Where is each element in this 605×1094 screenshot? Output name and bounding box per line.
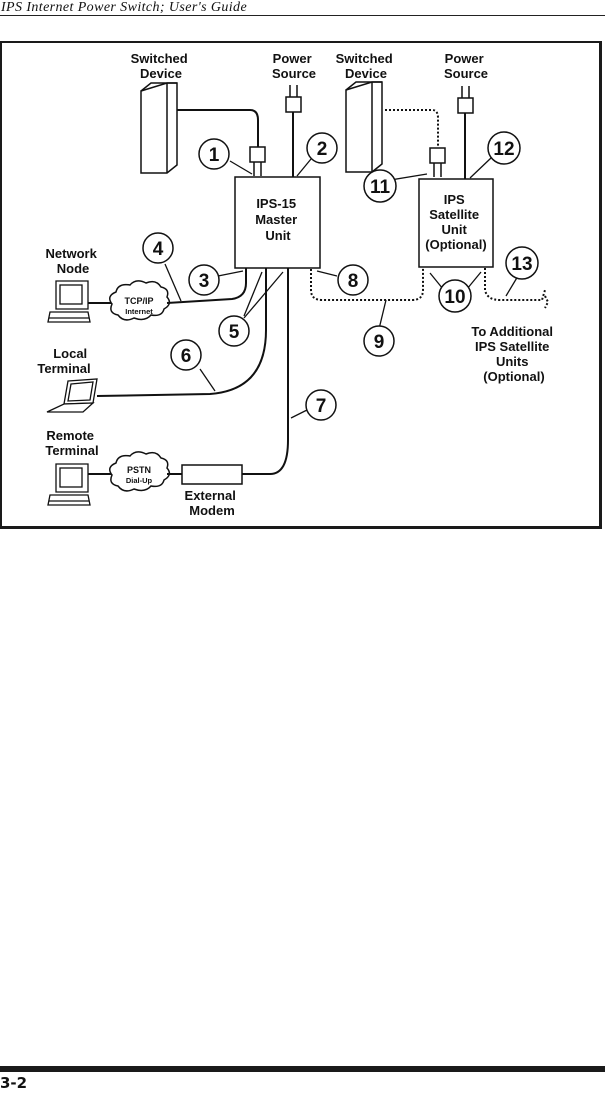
svg-text:7: 7 <box>316 396 327 417</box>
satellite-unit-box <box>418 178 494 268</box>
callout-1: 1 <box>198 138 230 170</box>
svg-text:11: 11 <box>370 177 391 198</box>
local-terminal-laptop-icon <box>46 378 98 413</box>
master-unit-label: IPS-15 Master Unit <box>255 196 301 243</box>
callout-9: 9 <box>363 325 395 357</box>
power-plug-1-icon <box>285 85 302 113</box>
callout-leader-lines <box>164 157 519 419</box>
svg-text:2: 2 <box>317 139 328 160</box>
satellite-additional-link <box>484 268 550 309</box>
page-number: 3-2 <box>0 1074 28 1092</box>
external-modem-box <box>181 464 243 485</box>
svg-text:12: 12 <box>493 139 514 160</box>
power-source-2-label: Power Source <box>444 51 488 81</box>
pstn-cloud-icon: PSTN Dial-Up <box>109 451 171 492</box>
callout-13: 13 <box>505 246 539 280</box>
callout-4: 4 <box>142 232 174 264</box>
master-satellite-link <box>310 268 424 301</box>
svg-text:9: 9 <box>374 332 385 353</box>
switched-device-2-cable <box>385 109 439 148</box>
plug-2-icon <box>429 147 446 177</box>
connection-diagram: Switched Device Power Source IPS-15 Mast… <box>37 51 556 518</box>
tcpip-cloud-label-line1: TCP/IP <box>124 296 153 306</box>
switched-device-2-label: Switched Device <box>336 51 397 81</box>
callout-3: 3 <box>188 264 220 296</box>
switched-device-1-label: Switched Device <box>131 51 192 81</box>
running-header-title: IPS Internet Power Switch; User's Guide <box>1 0 248 15</box>
additional-units-label: To Additional IPS Satellite Units (Optio… <box>471 324 556 384</box>
svg-text:4: 4 <box>153 239 164 260</box>
footer-rule <box>0 1066 605 1072</box>
tcpip-cloud-icon: TCP/IP Internet <box>109 280 171 321</box>
pstn-cloud-label-line2: Dial-Up <box>126 476 153 485</box>
header-rule <box>0 15 605 16</box>
callout-12: 12 <box>487 131 521 165</box>
callout-7: 7 <box>305 389 337 421</box>
tcpip-cloud-label-line2: Internet <box>125 307 153 316</box>
callout-8: 8 <box>337 264 369 296</box>
figure-frame <box>0 41 602 529</box>
network-node-label: Network Node <box>46 246 101 276</box>
callout-6: 6 <box>170 339 202 371</box>
remote-terminal-label: Remote Terminal <box>45 428 98 458</box>
local-terminal-cable <box>96 268 267 397</box>
svg-text:10: 10 <box>444 287 465 308</box>
svg-text:1: 1 <box>209 145 220 166</box>
remote-terminal-computer-icon <box>47 463 91 506</box>
callout-10: 10 <box>438 279 472 313</box>
svg-text:3: 3 <box>199 271 210 292</box>
pstn-cloud-label-line1: PSTN <box>127 465 151 475</box>
switched-device-1-cable <box>177 109 259 148</box>
network-cable <box>166 268 247 304</box>
power-plug-2-icon <box>457 86 474 114</box>
svg-text:8: 8 <box>348 271 359 292</box>
local-terminal-label: Local Terminal <box>37 346 90 376</box>
switched-device-1-icon <box>140 82 178 174</box>
power-source-1-label: Power Source <box>272 51 316 81</box>
switched-device-2-icon <box>345 81 383 173</box>
callout-2: 2 <box>306 132 338 164</box>
satellite-unit-label: IPS Satellite Unit (Optional) <box>425 192 486 252</box>
svg-text:6: 6 <box>181 346 192 367</box>
master-unit-box <box>234 176 321 269</box>
callout-5: 5 <box>218 315 250 347</box>
svg-text:13: 13 <box>511 254 532 275</box>
callout-11: 11 <box>363 169 397 203</box>
modem-cable <box>242 268 289 475</box>
plug-1-icon <box>249 146 266 176</box>
network-node-computer-icon <box>47 280 91 323</box>
svg-text:5: 5 <box>229 322 240 343</box>
external-modem-label: External Modem <box>185 488 240 518</box>
